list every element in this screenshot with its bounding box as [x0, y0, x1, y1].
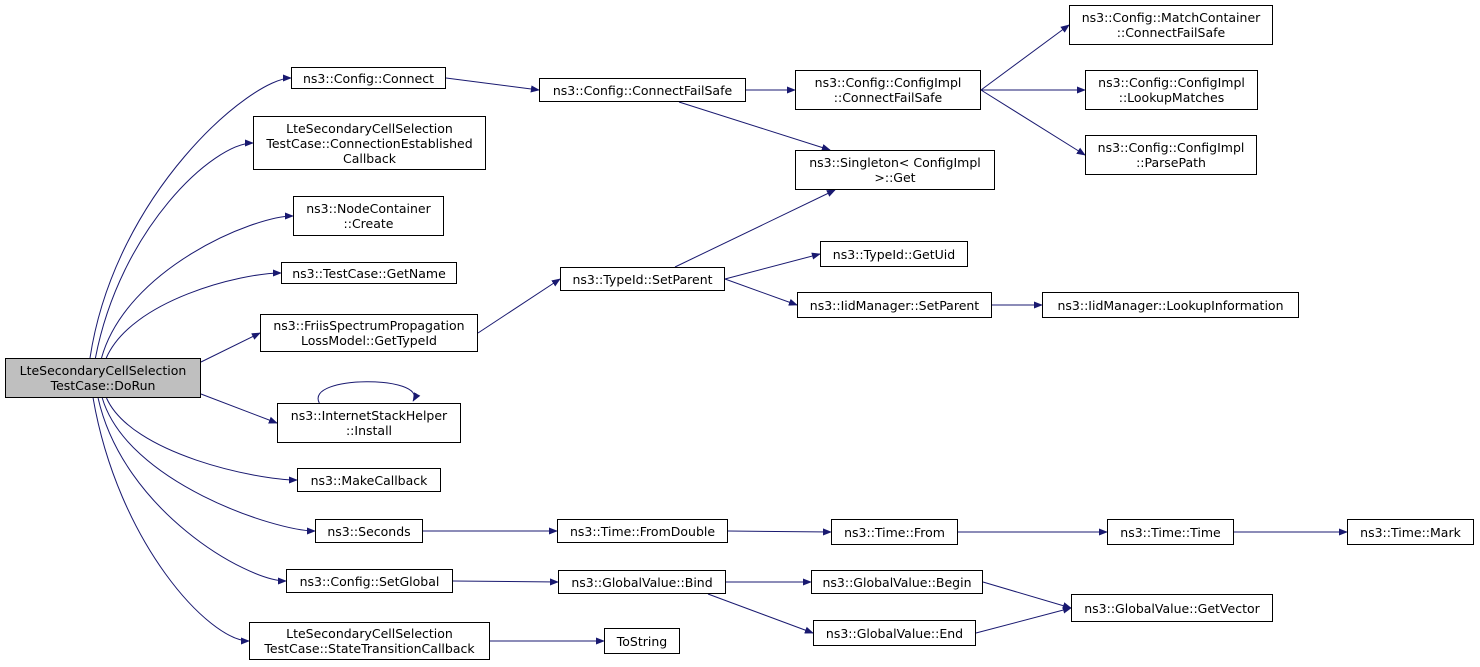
function-node[interactable]: ns3::Time::From: [831, 519, 958, 545]
call-edge: [105, 269, 282, 359]
function-node-label: ns3::IidManager::LookupInformation: [1057, 297, 1284, 313]
function-node[interactable]: ns3::TypeId::SetParent: [560, 267, 725, 291]
function-node-label: ToString: [616, 633, 668, 649]
call-edge: [200, 393, 278, 424]
function-node[interactable]: ns3::Singleton< ConfigImpl>::Get: [795, 150, 995, 190]
function-node-label: LteSecondaryCellSelection: [286, 120, 453, 136]
function-node-label: ns3::Config::ConnectFailSafe: [552, 82, 733, 98]
call-edge: [101, 397, 316, 535]
call-edge: [724, 252, 821, 280]
call-edge: [724, 278, 798, 306]
function-node-label: ns3::Config::ConfigImpl: [1098, 75, 1245, 90]
function-node-label: ::ConnectFailSafe: [833, 90, 943, 105]
function-node-label: ns3::FriisSpectrumPropagation: [273, 318, 465, 333]
function-node-label: ::ConnectFailSafe: [1116, 25, 1226, 40]
function-node[interactable]: ns3::Config::ConfigImpl::ParsePath: [1085, 135, 1257, 175]
call-edge: [97, 397, 287, 585]
function-node-label: ns3::TypeId::GetUid: [832, 246, 956, 262]
function-node-label: ns3::Time::FromDouble: [569, 523, 716, 539]
function-node-label: ns3::Config::Connect: [302, 70, 435, 86]
function-node[interactable]: ns3::NodeContainer::Create: [293, 196, 444, 236]
call-edge: [980, 89, 1086, 156]
function-node-label: TestCase::ConnectionEstablished: [266, 135, 473, 151]
function-node[interactable]: ns3::Time::FromDouble: [557, 519, 728, 543]
function-node-label: ns3::TestCase::GetName: [292, 265, 446, 281]
function-node[interactable]: ns3::InternetStackHelper::Install: [277, 403, 461, 443]
function-node[interactable]: ns3::GlobalValue::End: [813, 620, 976, 646]
function-node[interactable]: ns3::GlobalValue::Bind: [558, 570, 726, 594]
call-edge: [200, 332, 261, 363]
function-node[interactable]: ns3::Config::Connect: [291, 67, 446, 89]
function-node[interactable]: ns3::TypeId::GetUid: [820, 241, 968, 267]
function-node-label: ns3::Singleton< ConfigImpl: [809, 155, 981, 170]
function-node[interactable]: ns3::TestCase::GetName: [281, 262, 457, 284]
function-node-label: ns3::GlobalValue::Begin: [822, 574, 972, 590]
call-edge: [101, 212, 294, 359]
function-node[interactable]: ns3::IidManager::SetParent: [797, 292, 992, 318]
call-edge: [674, 189, 836, 268]
call-edge: [92, 397, 250, 645]
function-node[interactable]: ns3::IidManager::LookupInformation: [1042, 292, 1299, 318]
function-node-label: ns3::GlobalValue::GetVector: [1084, 600, 1260, 616]
function-node-label: ns3::Config::MatchContainer: [1081, 10, 1261, 25]
function-node[interactable]: ns3::Config::ConfigImpl::LookupMatches: [1085, 70, 1258, 110]
call-edge: [477, 278, 561, 334]
function-node-label: ::ParsePath: [1136, 155, 1206, 170]
function-node-label: ns3::IidManager::SetParent: [809, 297, 980, 313]
call-edge: [445, 77, 540, 93]
function-node[interactable]: ns3::Config::SetGlobal: [286, 569, 453, 593]
call-edge: [727, 528, 832, 536]
function-node-label: ns3::GlobalValue::End: [825, 625, 964, 641]
call-edge: [707, 593, 814, 634]
function-node[interactable]: ns3::GlobalValue::Begin: [811, 570, 983, 594]
call-edge: [452, 578, 559, 586]
function-node[interactable]: ns3::MakeCallback: [297, 468, 441, 492]
function-node-label: ns3::Seconds: [327, 523, 411, 539]
function-node-label: TestCase::StateTransitionCallback: [264, 641, 475, 656]
call-edge: [94, 139, 254, 359]
function-node-label: LteSecondaryCellSelection: [286, 626, 453, 641]
function-node-label: ns3::Time::Mark: [1360, 524, 1461, 540]
function-node-label: ns3::Time::Time: [1120, 524, 1221, 540]
call-edge: [982, 581, 1072, 610]
function-node-label: ns3::Config::ConfigImpl: [814, 75, 962, 90]
function-node[interactable]: ns3::Time::Mark: [1347, 519, 1474, 545]
call-edge: [975, 606, 1072, 634]
function-node-label: ns3::Config::ConfigImpl: [1097, 140, 1245, 155]
function-node[interactable]: ToString: [604, 628, 680, 654]
function-node[interactable]: ns3::Config::ConnectFailSafe: [539, 78, 746, 102]
function-node-label: LossModel::GetTypeId: [301, 333, 437, 348]
function-node-label: ::Install: [345, 423, 393, 438]
function-node-label: ::Create: [343, 216, 394, 231]
function-node-label: ns3::MakeCallback: [310, 472, 428, 488]
self-call-edge: [317, 381, 421, 404]
call-edge: [89, 74, 292, 359]
function-node-label: LteSecondaryCellSelection: [19, 363, 187, 378]
call-edge: [106, 397, 298, 484]
function-node-label: >::Get: [874, 170, 916, 185]
call-edge: [678, 101, 831, 151]
function-node[interactable]: ns3::GlobalValue::GetVector: [1071, 594, 1273, 622]
function-node[interactable]: ns3::Time::Time: [1107, 519, 1234, 545]
function-node-label: ns3::Time::From: [844, 524, 945, 540]
function-node[interactable]: ns3::Seconds: [315, 519, 423, 543]
call-edge: [980, 24, 1070, 91]
function-node[interactable]: ns3::Config::MatchContainer::ConnectFail…: [1069, 5, 1273, 45]
function-node-label: ns3::NodeContainer: [306, 201, 431, 216]
function-node[interactable]: ns3::Config::ConfigImpl::ConnectFailSafe: [795, 70, 981, 110]
function-node-label: TestCase::DoRun: [50, 378, 156, 393]
function-node-label: Callback: [342, 150, 397, 166]
function-node-label: ns3::Config::SetGlobal: [299, 573, 440, 589]
function-node-label: ::LookupMatches: [1118, 90, 1225, 105]
function-node-label: ns3::InternetStackHelper: [290, 408, 448, 423]
function-node-label: ns3::TypeId::SetParent: [572, 271, 713, 287]
function-node-label: ns3::GlobalValue::Bind: [571, 574, 713, 590]
